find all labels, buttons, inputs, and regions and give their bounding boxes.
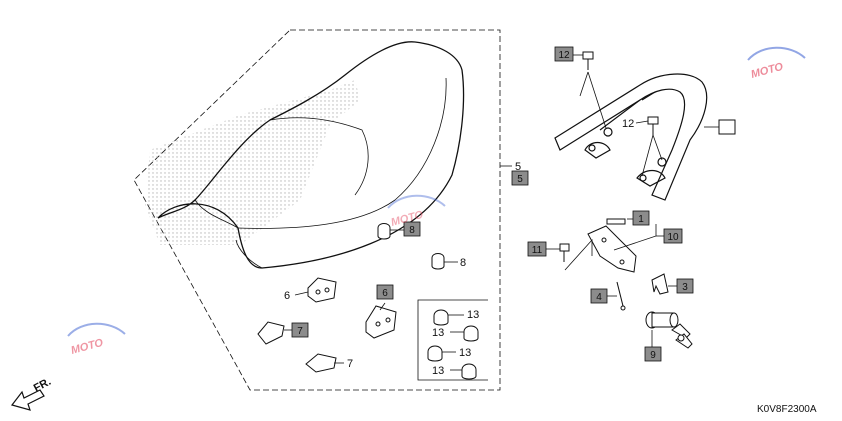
callout-13-text-1: 13	[467, 309, 479, 321]
front-direction-arrow-icon	[10, 389, 45, 411]
clip-7-lower-icon	[305, 353, 337, 373]
key-cylinder-set-9-icon	[645, 311, 693, 349]
callout-9-box-text: 9	[650, 350, 656, 361]
clip-7-upper-icon	[257, 321, 285, 345]
callout-13-text-4: 13	[432, 365, 444, 377]
callout-5-box	[511, 170, 529, 186]
bolt-11-icon	[559, 243, 570, 262]
cushion-13-icons	[427, 309, 479, 380]
grab-rail-part-box	[718, 119, 736, 135]
watermark-text-3: MOTO	[70, 337, 105, 357]
watermark-logo-top-right: MOTO	[747, 46, 806, 81]
callout-3-box-text: 3	[682, 282, 688, 293]
bolt-12-lower-icon	[647, 116, 659, 135]
watermark-logo-bottom-left: MOTO	[67, 322, 126, 357]
cushion-13-group-bracket	[417, 299, 488, 381]
callout-6-text: 6	[284, 290, 290, 302]
seat-lock-assembly-icon	[587, 218, 637, 273]
callout-11-box-text: 11	[532, 245, 543, 256]
clip-3-icon	[651, 273, 669, 295]
callout-1-box-text: 1	[638, 214, 644, 225]
grab-rail-illustration	[554, 73, 708, 201]
diagram-code-text: K0V8F2300A	[757, 404, 817, 415]
watermark-text-1: MOTO	[750, 61, 785, 81]
seat-bracket-6-right-icon	[365, 305, 397, 339]
rubber-cushion-8-lower-icon	[431, 253, 445, 270]
callout-13-text-3: 13	[459, 347, 471, 359]
callout-8-box-text: 8	[409, 225, 415, 236]
callout-6-box-text: 6	[382, 288, 388, 299]
callout-13-text-2: 13	[432, 327, 444, 339]
callout-8-text: 8	[460, 257, 466, 269]
callout-9-box	[644, 346, 662, 362]
seat-illustration	[157, 41, 465, 269]
callout-4-box	[590, 288, 608, 304]
callout-7-box	[291, 322, 309, 338]
callout-4-box-text: 4	[596, 292, 602, 303]
seat-texture-pattern	[145, 80, 360, 245]
callout-12-box	[554, 46, 574, 62]
callout-5-text: 5	[515, 161, 521, 173]
callout-3-box	[676, 278, 694, 294]
callout-12-text: 12	[622, 118, 634, 130]
callout-7-text: 7	[347, 358, 353, 370]
front-direction-label: FR.	[32, 376, 53, 395]
callout-5-box-text: 5	[517, 174, 523, 185]
callout-6-box	[376, 284, 394, 300]
callout-12-box-text: 12	[558, 50, 570, 61]
callout-10-box-text: 10	[667, 232, 679, 243]
seat-bracket-6-left-icon	[307, 277, 337, 303]
bolt-12-upper-icon	[582, 51, 594, 70]
callout-7-box-text: 7	[297, 326, 303, 337]
rubber-cushion-8-upper-icon	[377, 223, 391, 240]
callout-8-box	[403, 221, 421, 237]
seat-assembly-dashed-outline	[133, 29, 501, 391]
callout-1-box	[632, 210, 650, 226]
spring-4-icon	[616, 281, 626, 311]
